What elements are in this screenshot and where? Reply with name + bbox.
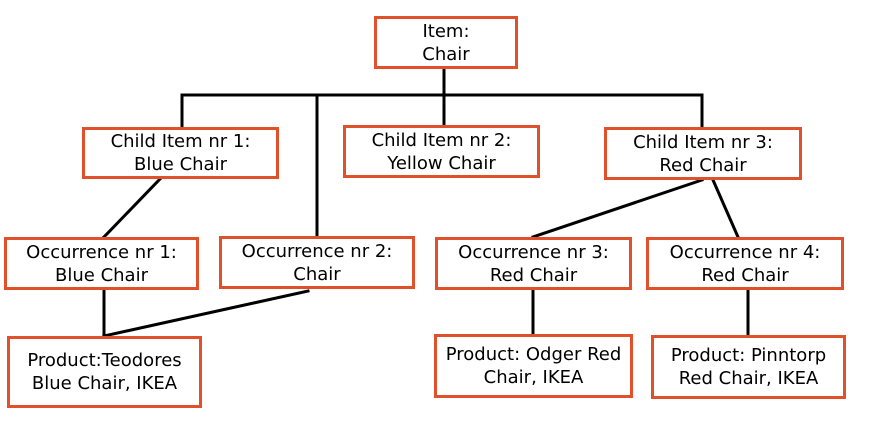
node-title: Item: [422,20,470,42]
node-title: Product:Teodores [27,350,182,371]
node-child-item-2: Child Item nr 2: Yellow Chair [343,125,540,178]
node-title: Child Item nr 3: [633,131,773,153]
node-subtitle: Red Chair [659,154,747,176]
node-product-teodores: Product:Teodores Blue Chair, IKEA [7,336,202,408]
node-subtitle: Chair [422,43,470,65]
node-subtitle: Red Chair [701,264,789,286]
node-subtitle: Blue Chair, IKEA [31,373,178,394]
node-occurrence-1: Occurrence nr 1: Blue Chair [4,237,199,290]
connector-child1-occ1 [101,176,163,240]
node-product-odger: Product: Odger Red Chair, IKEA [434,334,633,398]
connector-child3-occ3 [531,178,704,239]
node-title: Product: Odger Red [445,344,622,365]
node-subtitle: Blue Chair [55,264,148,286]
node-subtitle: Chair [293,263,341,285]
connector-occ2-prod1 [102,289,310,338]
node-subtitle: Blue Chair [134,154,227,175]
node-title: Product: Pinntorp [670,345,827,366]
node-occurrence-2: Occurrence nr 2: Chair [219,236,415,289]
node-child-item-3: Child Item nr 3: Red Chair [604,127,802,180]
node-subtitle: Yellow Chair [387,152,496,174]
node-child-item-1: Child Item nr 1: Blue Chair [82,127,279,179]
node-occurrence-3: Occurrence nr 3: Red Chair [435,237,632,290]
node-title: Occurrence nr 2: [241,240,393,262]
node-subtitle: Red Chair, IKEA [678,368,819,389]
node-title: Child Item nr 2: [371,129,512,151]
node-title: Occurrence nr 3: [458,241,609,263]
node-title: Child Item nr 1: [110,131,251,152]
node-item-chair: Item: Chair [374,16,518,69]
node-subtitle: Chair, IKEA [483,367,584,388]
node-title: Occurrence nr 4: [669,241,821,263]
node-subtitle: Red Chair [489,264,578,286]
connector-child3-occ4 [711,178,740,239]
node-title: Occurrence nr 1: [26,241,177,263]
node-occurrence-4: Occurrence nr 4: Red Chair [646,237,844,290]
node-product-pinntorp: Product: Pinntorp Red Chair, IKEA [651,335,846,399]
